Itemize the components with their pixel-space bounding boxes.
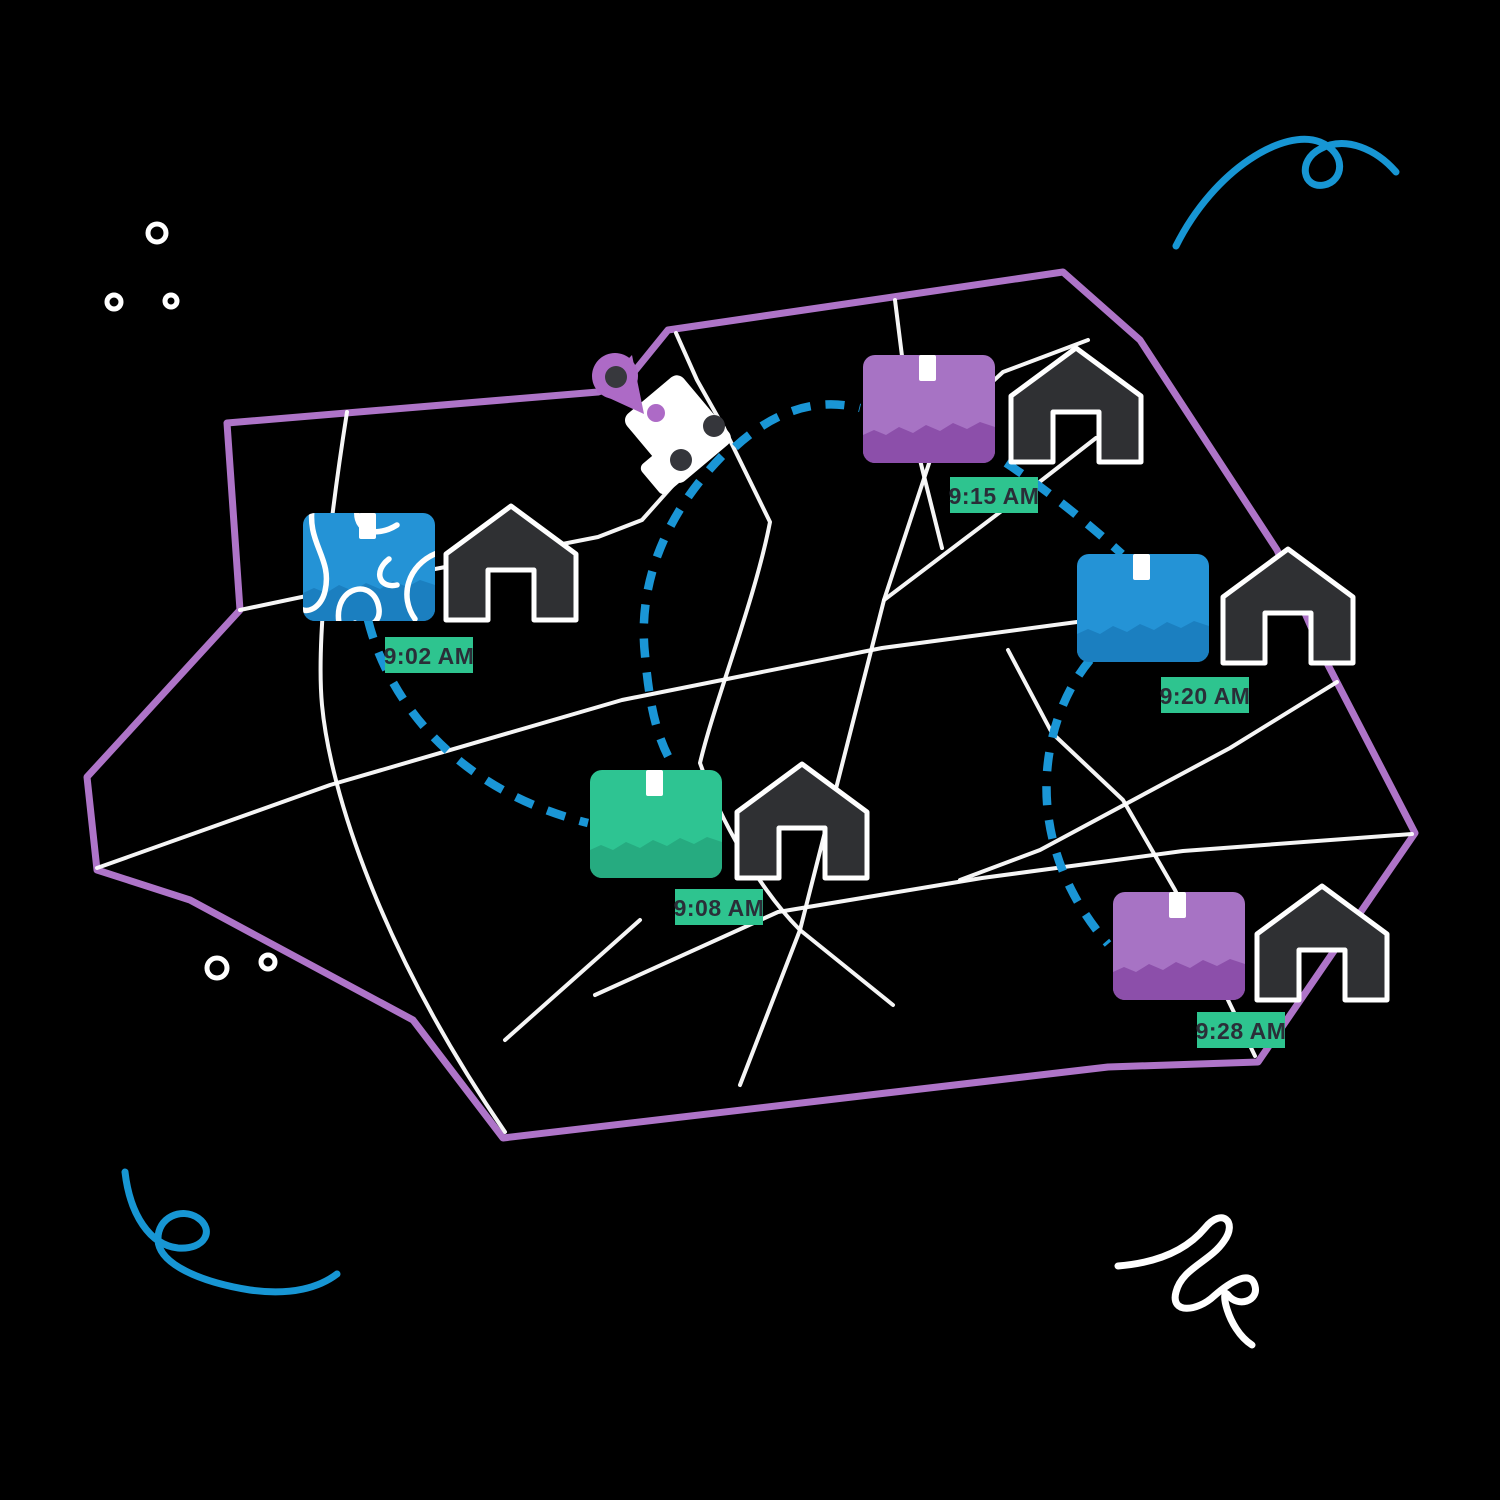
timestamp-badge: 9:20 AM xyxy=(1160,677,1251,713)
timestamp-badge: 9:02 AM xyxy=(384,637,475,673)
decorative-ring xyxy=(162,292,180,310)
decorative-ring xyxy=(258,952,278,972)
house-icon xyxy=(1254,883,1390,1003)
timestamp-badge: 9:08 AM xyxy=(674,889,765,925)
route-dashed-path xyxy=(732,400,862,451)
decorative-squiggle-bottom-right xyxy=(1114,1214,1259,1349)
route-dashed-path xyxy=(1003,459,1125,558)
timestamp-badge: 9:15 AM xyxy=(949,477,1040,513)
decorative-squiggle-top-right xyxy=(1172,135,1400,250)
timestamp-label: 9:08 AM xyxy=(674,895,765,921)
package-icon xyxy=(863,355,995,463)
houses xyxy=(443,345,1390,1003)
package-icon xyxy=(590,770,722,878)
timestamp-label: 9:20 AM xyxy=(1160,683,1251,709)
location-pin-icon xyxy=(592,353,665,422)
timestamp-badges: 9:02 AM 9:08 AM 9:15 AM 9:20 AM 9:28 AM xyxy=(384,477,1287,1048)
street-line xyxy=(698,426,895,1007)
street-network xyxy=(95,298,1414,1134)
timestamp-label: 9:28 AM xyxy=(1196,1018,1287,1044)
package-icon xyxy=(1113,892,1245,1000)
house-icon xyxy=(734,761,870,881)
start-location xyxy=(592,353,731,495)
decorative-squiggle-bottom-left xyxy=(121,1168,341,1296)
decorative-ring xyxy=(145,221,169,245)
truck-wheel xyxy=(670,449,692,471)
timestamp-badge: 9:28 AM xyxy=(1196,1012,1287,1048)
package-icon xyxy=(1077,554,1209,662)
street-line xyxy=(503,918,642,1042)
decorative-ring xyxy=(104,292,124,312)
timestamp-label: 9:15 AM xyxy=(949,483,1040,509)
street-line xyxy=(958,680,1339,882)
house-icon xyxy=(1220,546,1356,666)
route-dashed-path xyxy=(363,618,590,828)
street-line xyxy=(95,620,1079,870)
package-icon xyxy=(303,513,435,621)
timestamp-label: 9:02 AM xyxy=(384,643,475,669)
street-line xyxy=(593,832,1414,997)
house-icon xyxy=(443,503,579,623)
delivery-route xyxy=(363,400,1125,947)
packages xyxy=(303,355,1245,1000)
truck-wheel xyxy=(703,415,725,437)
house-icon xyxy=(1008,345,1144,465)
decorative-ring xyxy=(204,955,230,981)
